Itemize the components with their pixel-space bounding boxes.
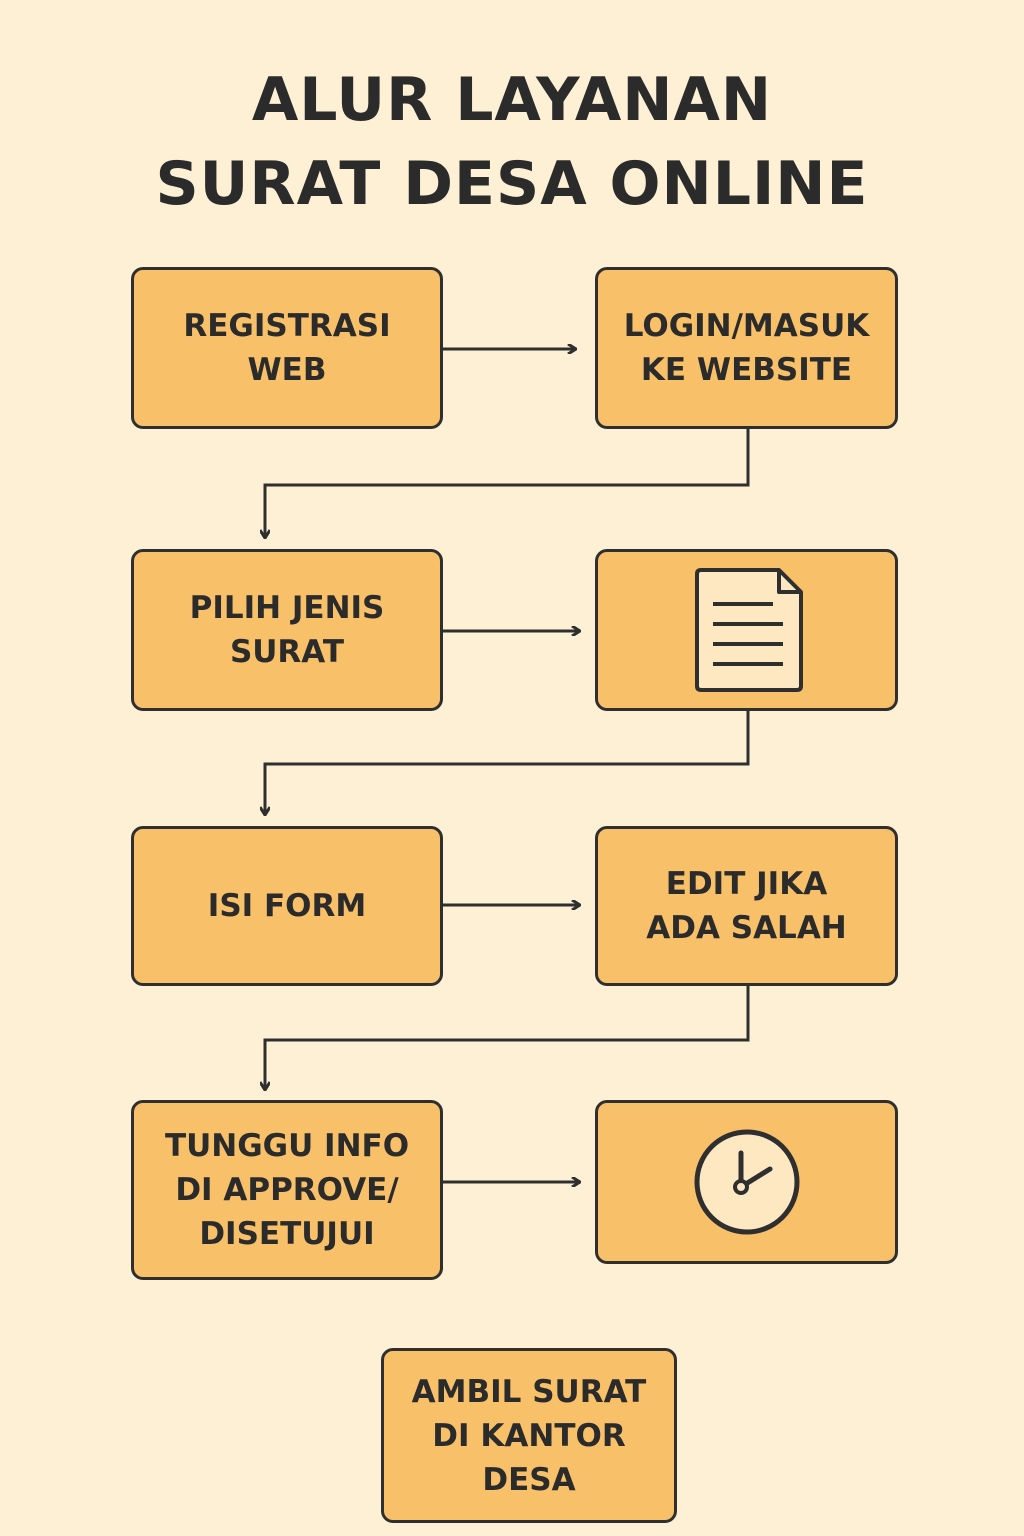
step-registrasi-label: REGISTRASI WEB [183,308,391,388]
step-login: LOGIN/MASUK KE WEBSITE [595,267,898,429]
step-isi-form: ISI FORM [131,826,443,986]
step-login-label: LOGIN/MASUK KE WEBSITE [623,308,870,388]
step-registrasi: REGISTRASI WEB [131,267,443,429]
step-waktu [595,1100,898,1264]
step-edit-label: EDIT JIKA ADA SALAH [646,866,847,946]
title-line-2: SURAT DESA ONLINE [155,149,869,219]
page-title: ALUR LAYANAN SURAT DESA ONLINE [0,58,1024,226]
connector-login-to-pilih [265,428,750,538]
step-pilih-jenis-label: PILIH JENIS SURAT [189,590,385,670]
step-isi-form-label: ISI FORM [207,888,367,924]
clock-icon [694,1129,799,1235]
step-tunggu-label: TUNGGU INFO DI APPROVE/ DISETUJUI [164,1128,410,1252]
title-line-1: ALUR LAYANAN [251,65,773,135]
connector-edit-to-tunggu [265,986,750,1090]
step-pilih-jenis: PILIH JENIS SURAT [131,549,443,711]
step-ambil-surat-label: AMBIL SURAT DI KANTOR DESA [411,1373,647,1498]
step-dokumen [595,549,898,711]
step-tunggu: TUNGGU INFO DI APPROVE/ DISETUJUI [131,1100,443,1280]
step-edit: EDIT JIKA ADA SALAH [595,826,898,986]
step-ambil-surat: AMBIL SURAT DI KANTOR DESA [381,1348,677,1523]
document-icon [694,568,803,692]
connector-dokumen-to-isi [265,710,750,815]
